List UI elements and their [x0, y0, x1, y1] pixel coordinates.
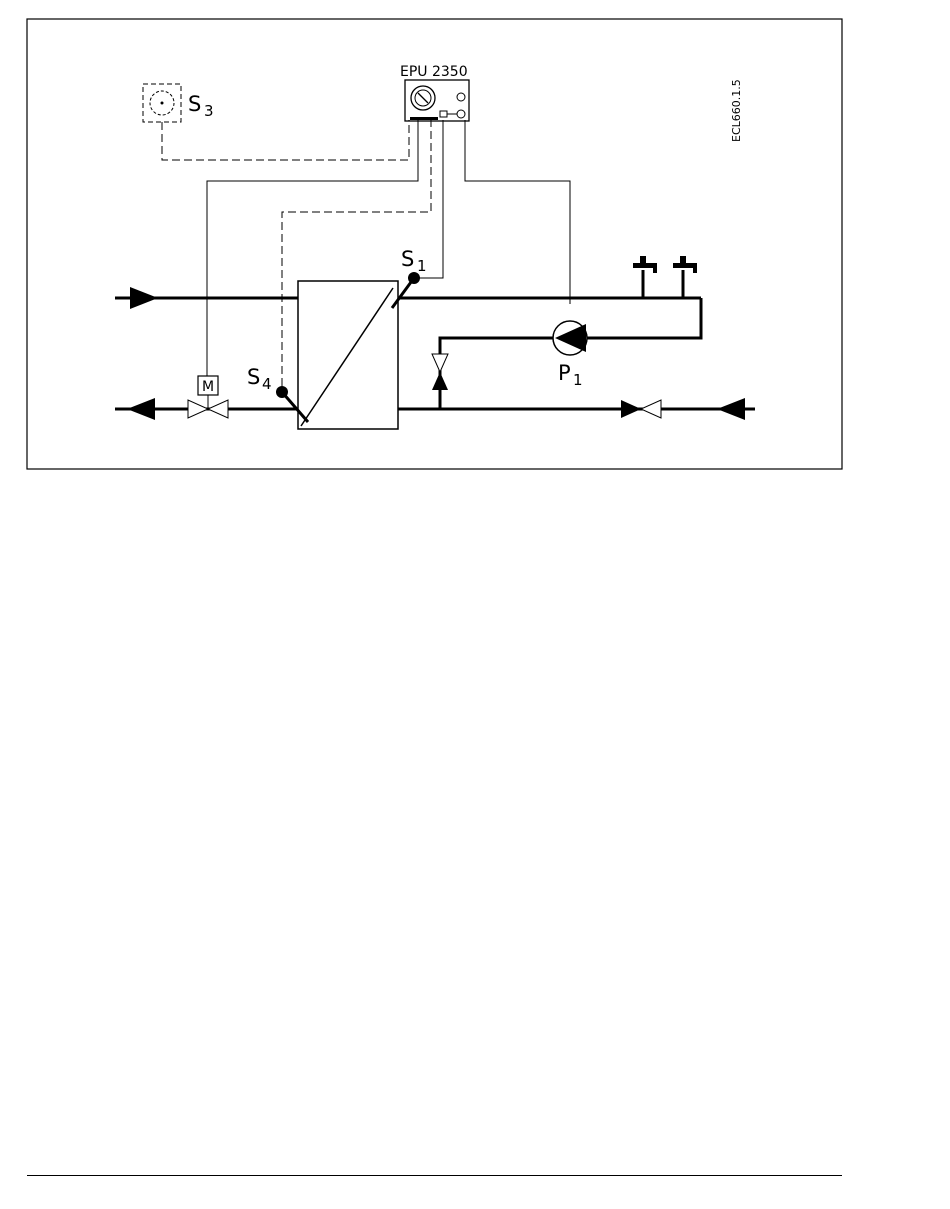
sensor-s3-index: 3: [204, 102, 214, 120]
sensor-s4-letter: S: [247, 365, 260, 389]
heat-exchanger-icon: [298, 281, 398, 429]
controller-label: EPU 2350: [400, 64, 468, 80]
flow-arrow-icon: [717, 398, 745, 420]
footer-rule: [27, 1175, 842, 1176]
check-valve-icon: [432, 354, 448, 390]
sensor-s1-letter: S: [401, 247, 414, 271]
pump-icon: [553, 321, 587, 355]
wire-pump: [465, 120, 570, 304]
sensor-s3-letter: S: [188, 92, 201, 116]
wire-s3: [162, 120, 409, 160]
sensor-s4-index: 4: [262, 375, 272, 393]
room-sensor-icon: [143, 84, 181, 122]
pump-p1-letter: P: [558, 361, 571, 385]
sensor-s1-index: 1: [417, 257, 427, 275]
tap-icon: [633, 256, 657, 298]
flow-arrow-icon: [127, 398, 155, 420]
pump-p1-index: 1: [573, 371, 583, 389]
flow-arrow-icon: [130, 287, 158, 309]
tap-icon: [673, 256, 697, 298]
drawing-id: ECL660.1.5: [730, 79, 743, 142]
valve-icon: [621, 400, 661, 418]
controller-icon: [405, 80, 469, 121]
motor-label: M: [202, 379, 214, 395]
